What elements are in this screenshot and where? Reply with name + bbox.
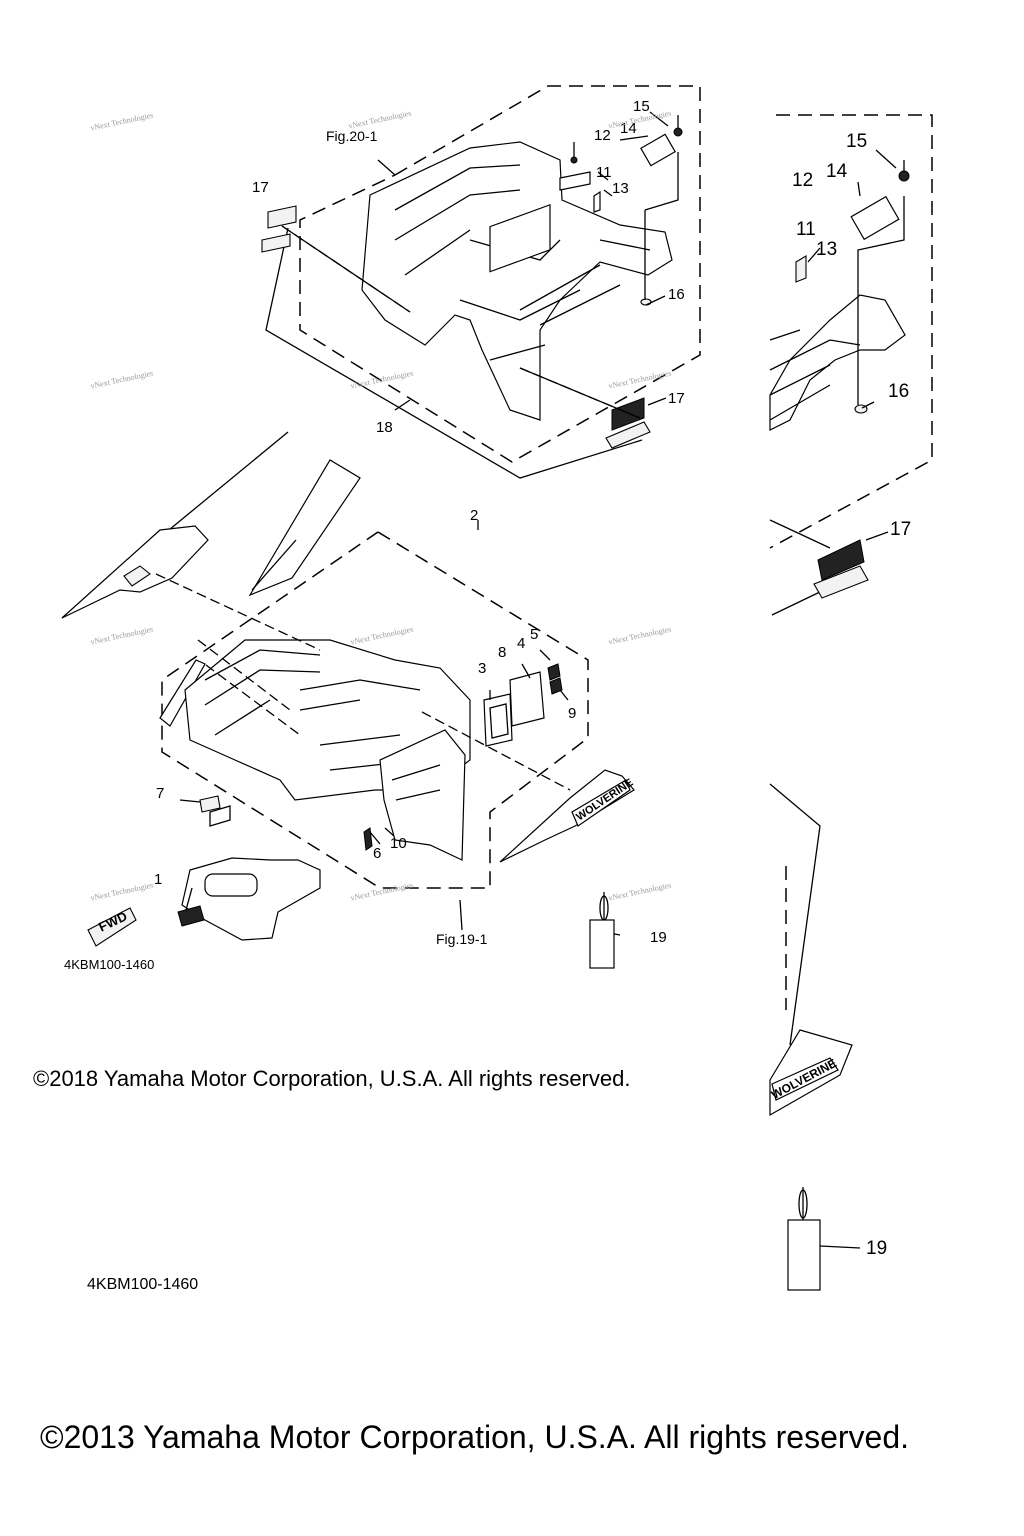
callout-12-enlarged: 12 (792, 170, 814, 191)
callout-15-enlarged: 15 (846, 131, 868, 152)
callout-4: 4 (517, 635, 526, 652)
front-side-decal-upper (248, 459, 361, 597)
callout-8: 8 (498, 644, 507, 661)
callout-17-left: 17 (252, 179, 269, 196)
callout-16-enlarged: 16 (888, 381, 910, 402)
diagram-code: 4KBM100-1460 (64, 957, 155, 972)
fig-ref-rear: Fig.20-1 (326, 128, 378, 144)
part-1-decal (177, 905, 205, 927)
part-4-bolt (547, 663, 561, 681)
callout-13-enlarged: 13 (816, 239, 838, 260)
callout-6: 6 (373, 845, 382, 862)
callout-19-enlarged: 19 (866, 1238, 888, 1259)
fwd-arrow (87, 907, 137, 947)
part-9-nut (549, 677, 563, 695)
callout-16: 16 (668, 286, 685, 303)
front-grille-guard (181, 857, 321, 941)
callout-18: 18 (376, 419, 393, 436)
front-fender-mudflap (379, 729, 466, 861)
callout-5: 5 (530, 626, 539, 643)
part-17-decal-right (611, 397, 645, 431)
wolverine-decal (499, 769, 635, 863)
right-enlarged-view (769, 114, 933, 1291)
front-side-decal-mid (159, 659, 206, 727)
part-10-screw (363, 827, 373, 851)
callout-10: 10 (390, 835, 407, 852)
callout-9: 9 (568, 705, 577, 722)
callout-11: 11 (596, 164, 612, 181)
part-13-clip (593, 190, 601, 213)
callout-13: 13 (612, 180, 629, 197)
callout-11-enlarged: 11 (796, 219, 816, 240)
part-15-bolt (673, 127, 683, 137)
part-16-grommet (640, 298, 652, 306)
callout-14-enlarged: 14 (826, 161, 848, 182)
callout-3: 3 (478, 660, 487, 677)
copyright-2013: ©2013 Yamaha Motor Corporation, U.S.A. A… (40, 1419, 910, 1455)
callout-17-right: 17 (668, 390, 685, 407)
callout-15: 15 (633, 98, 650, 115)
callout-14: 14 (620, 120, 637, 137)
callout-17-enlarged: 17 (890, 519, 912, 540)
part-8-bracket (509, 671, 545, 727)
rear-fender-assembly-frame (265, 227, 643, 479)
callout-2: 2 (470, 507, 479, 524)
part-19-tag (589, 919, 615, 969)
callout-7: 7 (156, 785, 165, 802)
part-11-bracket (559, 171, 591, 191)
callout-12: 12 (594, 127, 611, 144)
part-12-bolt (570, 156, 578, 164)
part-3-reflector (483, 693, 513, 747)
part-14-plate (640, 133, 676, 167)
fig-ref-front: Fig.19-1 (436, 931, 488, 947)
callout-19: 19 (650, 929, 667, 946)
diagram-code-large: 4KBM100-1460 (87, 1276, 199, 1293)
copyright-2018: ©2018 Yamaha Motor Corporation, U.S.A. A… (33, 1066, 631, 1091)
front-fender-dashed-outline (161, 531, 589, 889)
callout-1: 1 (154, 871, 163, 888)
part-7-label (199, 795, 221, 813)
part-17-decal-left (261, 205, 297, 253)
rear-fender-storage-box (489, 203, 551, 273)
